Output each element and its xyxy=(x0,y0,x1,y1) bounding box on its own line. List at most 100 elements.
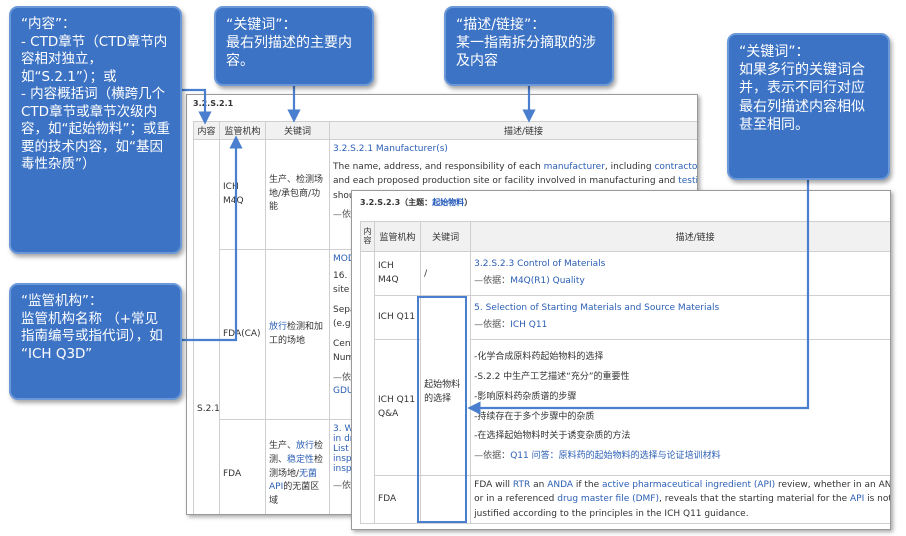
keyword-link[interactable]: 无菌API xyxy=(269,468,318,493)
regulator-label: ICH Q11 Q&A xyxy=(378,394,416,419)
callout-regulator: “监管机构”： 监管机构名称 （+常见指南编号或指代词），如 “ICH Q3D” xyxy=(9,283,182,400)
header-description: 描述/链接 xyxy=(470,221,890,252)
section-title-prefix: 3.2.S.2.3（主题： xyxy=(360,198,433,207)
regulator-label: ICH Q11 xyxy=(378,311,416,322)
text-span: an xyxy=(530,480,548,490)
question-link[interactable]: inspe xyxy=(333,454,358,464)
list-item: -持续存在于多个步骤中的杂质 xyxy=(474,411,595,422)
text-link[interactable]: API xyxy=(850,494,865,505)
regulator-cell: FDA xyxy=(374,474,422,525)
reference-label: —依据 xyxy=(333,372,361,383)
question-link[interactable]: List th xyxy=(333,444,361,454)
control-of-materials-link[interactable]: 3.2.S.2.3 Control of Materials xyxy=(474,258,606,269)
text-line: Numb xyxy=(333,352,360,363)
text-span: The name, address, and responsibility of… xyxy=(333,162,544,172)
reference-label: —依据 xyxy=(333,481,361,491)
text-line: Separ xyxy=(333,304,360,315)
callout-content: “内容”： - CTD章节（CTD章节内容相对独立，如“S.2.1”）；或 - … xyxy=(9,6,182,254)
guidance-link[interactable]: GDUI xyxy=(333,385,357,396)
header-keyword: 关键词 xyxy=(265,121,330,140)
text-link[interactable]: drug master file (DMF) xyxy=(557,494,659,505)
reference-prefix: —依据： xyxy=(474,275,511,286)
question-link[interactable]: inspe xyxy=(333,464,358,474)
keyword-label: 起始物料的选择 xyxy=(424,379,461,404)
text-span: , reveals that the starting material for… xyxy=(659,494,850,505)
keyword-cell xyxy=(420,474,472,525)
content-cell xyxy=(359,250,376,525)
reference-label: —依据 xyxy=(333,210,361,221)
header-content: 内容 xyxy=(193,121,220,140)
text-link[interactable]: contractors xyxy=(654,162,698,172)
question-link[interactable]: 3. Wh xyxy=(333,424,360,434)
header-keyword: 关键词 xyxy=(420,221,472,252)
keyword-cell-merged: 起始物料的选择 xyxy=(420,295,472,476)
text-link[interactable]: active pharmaceutical ingredient (API) xyxy=(602,480,776,490)
regulator-label: ICH M4Q xyxy=(378,260,399,285)
description-cell: 3.2.S.2.3 Control of Materials —依据：M4Q(R… xyxy=(470,251,890,296)
keyword-label: 的无菌区域 xyxy=(269,482,320,507)
keyword-cell: 生产、放行检测、稳定性检测场地/无菌API的无菌区域 xyxy=(265,419,330,514)
regulator-label: ICH M4Q xyxy=(223,181,244,206)
content-cell: S.2.1 xyxy=(193,139,220,514)
table-header-row: 内容 监管机构 关键词 描述/链接 xyxy=(193,121,697,140)
keyword-link[interactable]: 放行 xyxy=(296,440,315,451)
text-link[interactable]: testing xyxy=(678,176,698,187)
text-span: if the xyxy=(573,480,603,490)
keyword-label: 生产、检测场地/承包商/功能 xyxy=(269,174,324,213)
table-row: ICH M4Q / 3.2.S.2.3 Control of Materials… xyxy=(359,250,890,525)
header-regulator: 监管机构 xyxy=(219,121,266,140)
keyword-cell: 放行检测和加工的场地 xyxy=(265,249,330,420)
regulator-label: FDA xyxy=(223,468,242,479)
text-span: shoul xyxy=(333,190,358,201)
text-link[interactable]: manufacturer xyxy=(543,162,605,172)
section-title: 3.2.S.2.3（主题：起始物料） xyxy=(360,197,472,208)
list-item: -影响原料药杂质谱的步骤 xyxy=(474,391,577,402)
callout-keyword-merge: “关键词”： 如果多行的关键词合并，表示不同行对应最右列描述内容相似甚至相同。 xyxy=(727,33,890,180)
keyword-label: 检测场地/ xyxy=(269,454,324,479)
section-topic-link[interactable]: 起始物料 xyxy=(432,198,465,207)
text-line: 16. N xyxy=(333,271,357,281)
table-header-row: 内容 监管机构 关键词 描述/链接 xyxy=(359,221,890,252)
text-span: , including xyxy=(604,162,655,172)
question-link[interactable]: in dru xyxy=(333,434,360,444)
regulator-cell: ICH Q11 Q&A xyxy=(374,339,422,476)
text-span: review, whether in an ANDA or in a refer… xyxy=(474,480,891,505)
reference-link[interactable]: Q11 问答：原料药的起始物料的选择与论证培训材料 xyxy=(510,451,721,462)
regulator-label: FDA xyxy=(378,493,397,504)
callout-description: “描述/链接”： 某一指南拆分摘取的涉及内容 xyxy=(444,6,614,86)
text-link[interactable]: ANDA xyxy=(547,480,574,490)
header-description: 描述/链接 xyxy=(329,121,697,140)
keyword-label: 生产、 xyxy=(269,440,297,451)
text-line: (e.g., xyxy=(333,318,357,329)
reference-link[interactable]: M4Q(R1) Quality xyxy=(510,275,585,286)
regulator-cell: FDA xyxy=(219,419,266,514)
keyword-label: 检测、 xyxy=(269,440,324,465)
list-item: -化学合成原料药起始物料的选择 xyxy=(474,351,604,362)
selection-starting-materials-link[interactable]: 5. Selection of Starting Materials and S… xyxy=(474,302,720,313)
list-item: -S.2.2 中生产工艺描述“充分”的重要性 xyxy=(474,371,630,382)
description-text: FDA will RTR an ANDA if the active pharm… xyxy=(474,480,891,519)
reference-prefix: —依据： xyxy=(474,451,511,462)
text-span: is not justified according to the princi… xyxy=(474,494,891,519)
module-link[interactable]: MOD xyxy=(333,254,355,264)
section-title-suffix: ） xyxy=(464,198,473,207)
manufacturer-link[interactable]: 3.2.S.2.1 Manufacturer(s) xyxy=(333,144,448,154)
keyword-link[interactable]: 放行 xyxy=(269,321,288,332)
keyword-link[interactable]: 稳定性 xyxy=(287,454,315,465)
callout-keyword: “关键词”： 最右列描述的主要内容。 xyxy=(214,6,374,86)
text-line: site in xyxy=(333,284,361,295)
reference-link[interactable]: ICH Q11 xyxy=(510,319,548,330)
description-cell: 5. Selection of Starting Materials and S… xyxy=(470,295,890,340)
list-item: -在选择起始物料时关于诱变杂质的方法 xyxy=(474,431,631,442)
regulator-cell: ICH Q11 xyxy=(374,295,422,340)
regulator-cell: FDA(CA) xyxy=(219,249,266,420)
text-line: Centr xyxy=(333,338,358,349)
regulator-cell: ICH M4Q xyxy=(374,251,422,296)
text-link[interactable]: RTR xyxy=(512,480,531,490)
description-cell: FDA will RTR an ANDA if the active pharm… xyxy=(470,474,891,525)
table-row: FDA FDA will RTR an ANDA if the active p… xyxy=(361,474,891,525)
keyword-label: / xyxy=(424,268,428,279)
content-label: S.2.1 xyxy=(197,403,220,414)
header-regulator: 监管机构 xyxy=(374,221,422,252)
regulator-cell: ICH M4Q xyxy=(219,139,266,250)
